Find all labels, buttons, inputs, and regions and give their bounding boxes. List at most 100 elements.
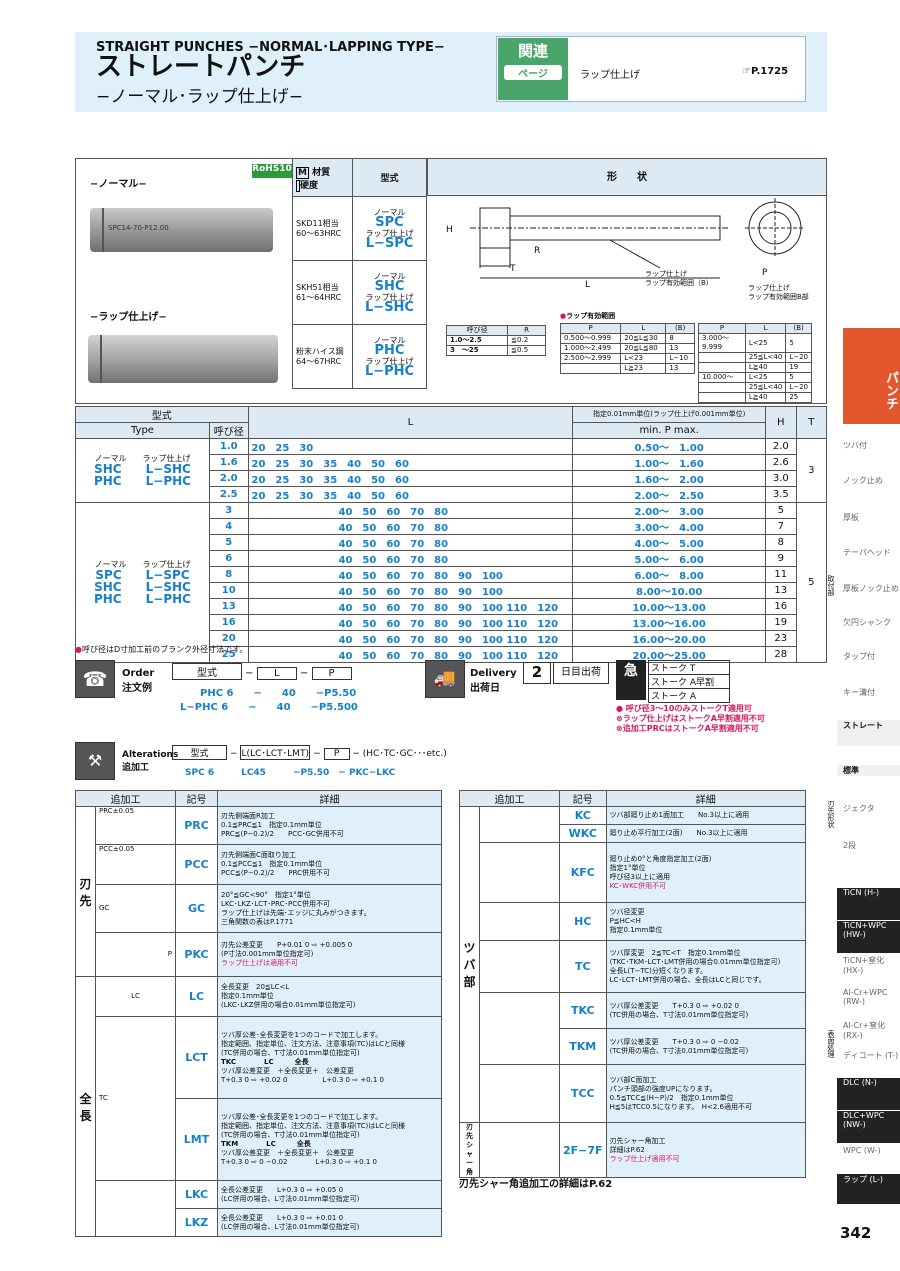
sidebar-item[interactable]: 厚板 [843,513,859,522]
sidebar-item[interactable]: DLC (N-) [837,1078,900,1110]
page-title: ストレートパンチ [96,52,306,82]
dim-T: T [510,264,516,274]
sidebar-item[interactable]: Al-Cr+窒化 (RX-) [843,1021,886,1040]
shear-footnote: 刃先シャー角追加工の詳細はP.62 [459,1179,613,1190]
related-tag: 関連 ページ [498,38,568,100]
order-example-2: L−PHC 6 − 40 −P5.500 [180,702,358,713]
normal-label: −ノーマル− [90,179,147,190]
sidebar-item[interactable]: 2段 [843,841,857,850]
product-box [75,158,827,404]
phone-icon: ☎ [75,660,115,698]
sidebar-item[interactable]: ラップ (L-) [837,1174,900,1204]
stock-table: ストーク T ストーク A早割 ストーク A [648,660,730,703]
sidebar-item[interactable]: TiCN+WPC (HW-) [837,921,900,953]
dim-L: L [585,280,591,290]
sidebar-item[interactable]: WPC (W-) [843,1146,881,1155]
order-fields: 型式 − L − P [172,663,352,680]
technical-drawing [470,198,805,279]
lap-note: ラップ仕上げラップ有効範囲（B） [645,270,713,287]
lap-note-2: ラップ仕上げラップ有効範囲B部 [748,284,809,301]
dim-H: H [446,225,453,235]
alterations-fields: 型式 − L(LC･LCT･LMT) − P − (HC･TC･GC･･･etc… [172,745,447,760]
dim-R: R [534,246,541,256]
delivery-days: 2 [523,662,551,684]
page-subtitle: −ノーマル･ラップ仕上げ− [96,87,303,107]
sidebar-item[interactable]: ツバ付 [843,441,867,450]
related-item: ラップ仕上げ [580,70,640,81]
pin-normal-image: SPC14-70-P12.00 [90,208,273,252]
sidebar-item[interactable]: 欠円シャンク [843,618,891,627]
related-ref[interactable]: ☞P.1725 [742,66,789,77]
lap-range-title: ●ラップ有効範囲 [560,312,616,320]
sidebar-item[interactable]: ジェクタ [843,804,875,813]
sidebar-item[interactable]: TiCN+窒化 (HX-) [843,956,885,975]
dim-P: P [762,268,768,278]
sidebar-item-active[interactable]: 標準 [837,765,900,776]
shape-header: 形 状 [427,159,826,196]
sidebar-tab-punch[interactable]: パンチ [843,328,900,424]
sidebar-item-active[interactable]: ストレート [837,720,900,746]
sidebar-section: 取付部 [827,575,835,596]
sidebar-item[interactable]: テーパヘッド [843,548,891,557]
pin-lap-image [88,335,278,383]
sidebar-item[interactable]: Al-Cr+WPC (RW-) [843,988,888,1006]
alterations-example: SPC 6 LC45 −P5.50 − PKC−LKC [185,768,396,778]
urgent-badge: 急 [616,660,646,700]
tool-icon: ⚒ [75,742,115,780]
sidebar-item[interactable]: キー溝付 [843,688,875,697]
truck-icon: 🚚 [425,660,465,698]
sidebar-item[interactable]: タップ付 [843,652,875,661]
dia-note: ●呼び径はD寸加工前のブランク外径寸法です。 [75,645,248,654]
sidebar-item[interactable]: TiCN (H-) [837,888,900,920]
sidebar-item[interactable]: ノック止め [843,476,883,485]
sidebar-item[interactable]: DLC+WPC (NW-) [837,1111,900,1143]
sidebar-item[interactable]: ディコート (T-) [843,1051,899,1060]
sidebar-section: 刃先形状 [827,800,835,828]
delivery-notes: ● 呼び径3〜10のみストークT適用可 ⊗ラップ仕上げはストークA早割適用不可 … [616,704,765,733]
sidebar-item[interactable]: 厚板ノック止め [843,584,899,593]
en-title: STRAIGHT PUNCHES −NORMAL･LAPPING TYPE− [96,40,445,55]
sidebar-section: 表面処理 [827,1030,835,1058]
order-example-1: PHC 6 − 40 −P5.50 [200,688,357,699]
rohs-badge: RoHS10 [252,164,292,178]
